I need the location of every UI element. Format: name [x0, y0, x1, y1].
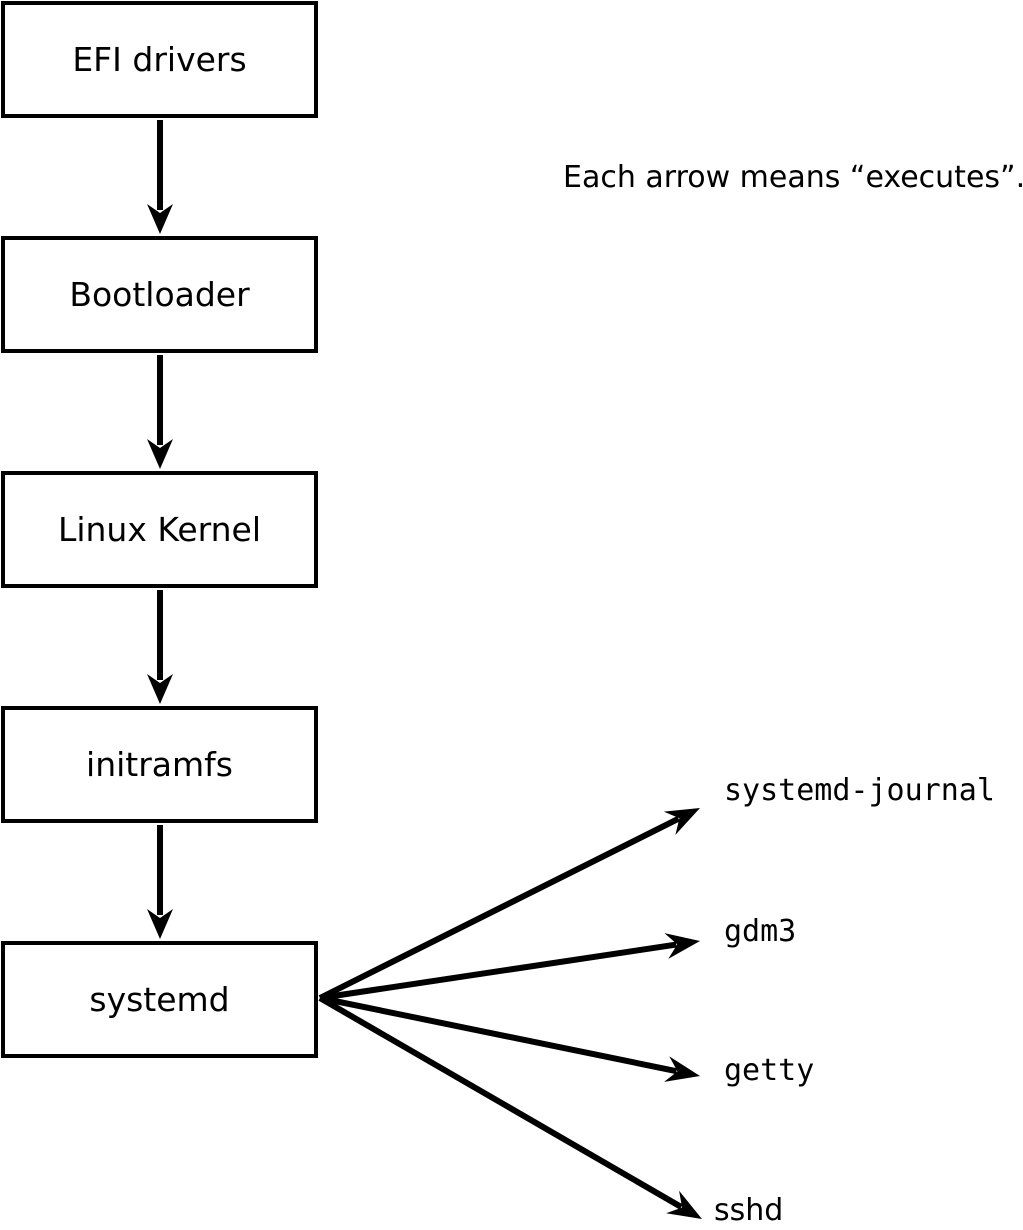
- arrow-systemd-to-gdm3: [319, 933, 700, 1001]
- arrow-initramfs-to-systemd: [147, 825, 173, 939]
- diagram-caption: Each arrow means “executes”.: [563, 160, 1023, 195]
- arrow-systemd-to-getty: [319, 995, 700, 1082]
- process-box-label-systemd: systemd: [89, 980, 230, 1019]
- arrow-efi-to-bootloader: [147, 120, 173, 234]
- service-label-systemd-journal: systemd-journal: [724, 773, 995, 808]
- process-box-efi-drivers: EFI drivers: [1, 1, 318, 118]
- service-label-sshd: sshd: [714, 1193, 784, 1228]
- process-box-label-initramfs: initramfs: [86, 745, 233, 784]
- process-box-label-efi-drivers: EFI drivers: [72, 40, 247, 79]
- process-box-initramfs: initramfs: [1, 706, 318, 823]
- service-label-getty: getty: [724, 1053, 815, 1088]
- service-label-gdm3: gdm3: [724, 914, 797, 949]
- chain-arrows: [147, 120, 173, 939]
- process-box-label-linux-kernel: Linux Kernel: [57, 510, 262, 549]
- process-box-bootloader: Bootloader: [1, 236, 318, 353]
- service-arrows: [318, 808, 702, 1219]
- process-box-systemd: systemd: [1, 941, 318, 1058]
- arrow-systemd-to-systemd-journal: [318, 808, 700, 1001]
- arrow-kernel-to-initramfs: [147, 590, 173, 704]
- arrow-systemd-to-sshd: [318, 995, 702, 1219]
- process-box-linux-kernel: Linux Kernel: [1, 471, 318, 588]
- arrow-bootloader-to-kernel: [147, 355, 173, 469]
- process-box-label-bootloader: Bootloader: [69, 275, 250, 314]
